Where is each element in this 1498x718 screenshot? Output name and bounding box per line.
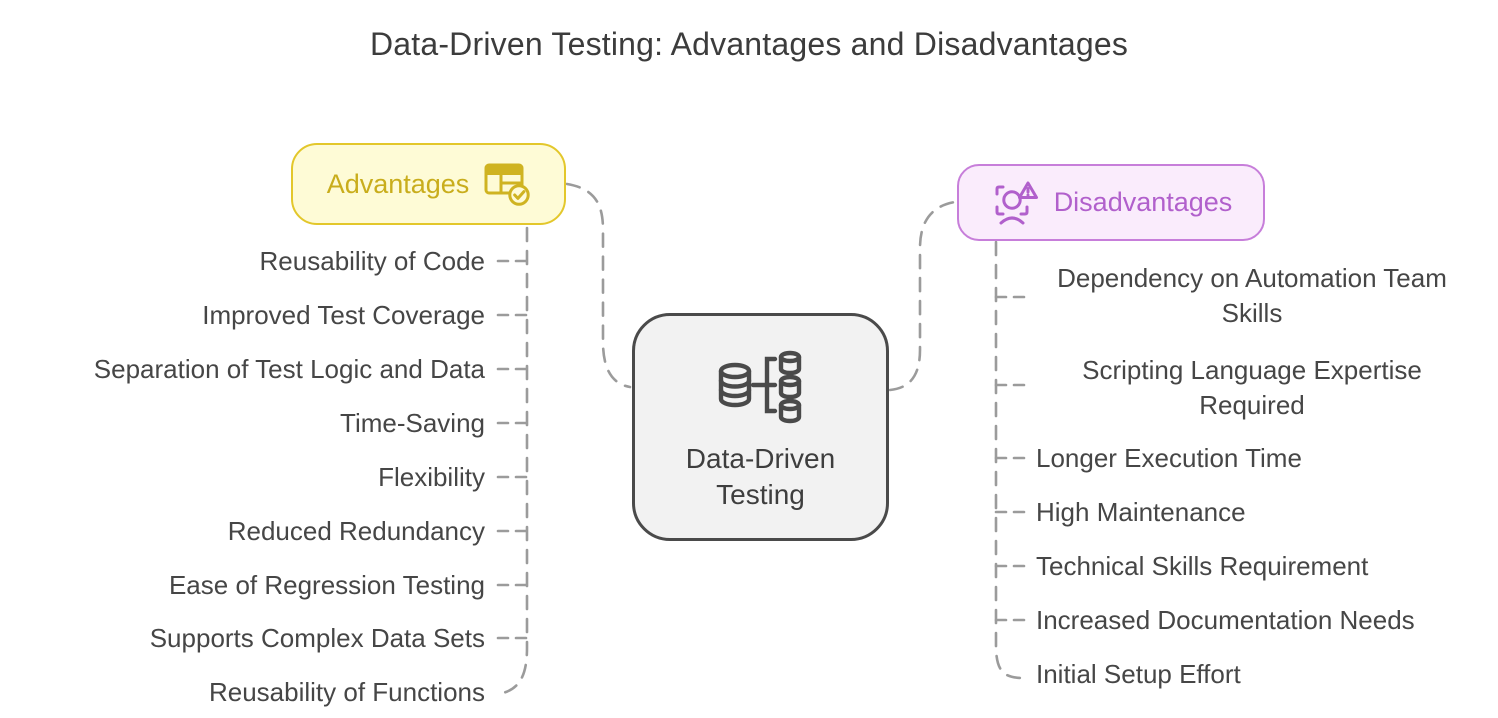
advantages-node: Advantages xyxy=(291,143,566,225)
advantage-item: Separation of Test Logic and Data xyxy=(93,354,485,384)
connector-advantages-to-center xyxy=(565,182,632,389)
central-node: Data-Driven Testing xyxy=(632,313,889,541)
disadvantages-label: Disadvantages xyxy=(1053,187,1233,217)
advantage-item: Reusability of Code xyxy=(259,246,485,276)
disadvantage-item: Scripting Language Expertise Required xyxy=(1082,355,1422,420)
advantage-item: Reusability of Functions xyxy=(208,677,485,707)
advantages-label: Advantages xyxy=(326,168,470,199)
advantage-item: Flexibility xyxy=(378,462,485,492)
table-check-icon xyxy=(484,163,530,206)
diagram-title: Data-Driven Testing: Advantages and Disa… xyxy=(369,26,1129,62)
advantage-item: Supports Complex Data Sets xyxy=(149,623,485,653)
connector-center-to-disadvantages xyxy=(888,200,957,392)
advantage-item: Time-Saving xyxy=(340,408,485,438)
advantage-item: Improved Test Coverage xyxy=(202,300,485,330)
data-distribution-icon xyxy=(718,350,801,424)
disadvantage-item: Technical Skills Requirement xyxy=(1036,551,1369,581)
disadvantage-item: Longer Execution Time xyxy=(1036,443,1302,473)
disadvantage-item: High Maintenance xyxy=(1036,497,1246,527)
disadvantage-item: Increased Documentation Needs xyxy=(1036,605,1415,635)
disadvantages-node: Disadvantages xyxy=(957,164,1265,241)
advantage-item: Reduced Redundancy xyxy=(227,516,485,546)
advantage-item: Ease of Regression Testing xyxy=(168,570,485,600)
disadvantage-item: Dependency on Automation Team Skills xyxy=(1057,263,1447,328)
advantages-spine xyxy=(497,226,529,696)
disadvantages-spine xyxy=(994,240,1026,680)
disadvantage-item: Initial Setup Effort xyxy=(1036,659,1241,689)
face-scan-warning-icon xyxy=(995,181,1038,224)
central-node-label: Data-Driven Testing xyxy=(685,443,836,510)
